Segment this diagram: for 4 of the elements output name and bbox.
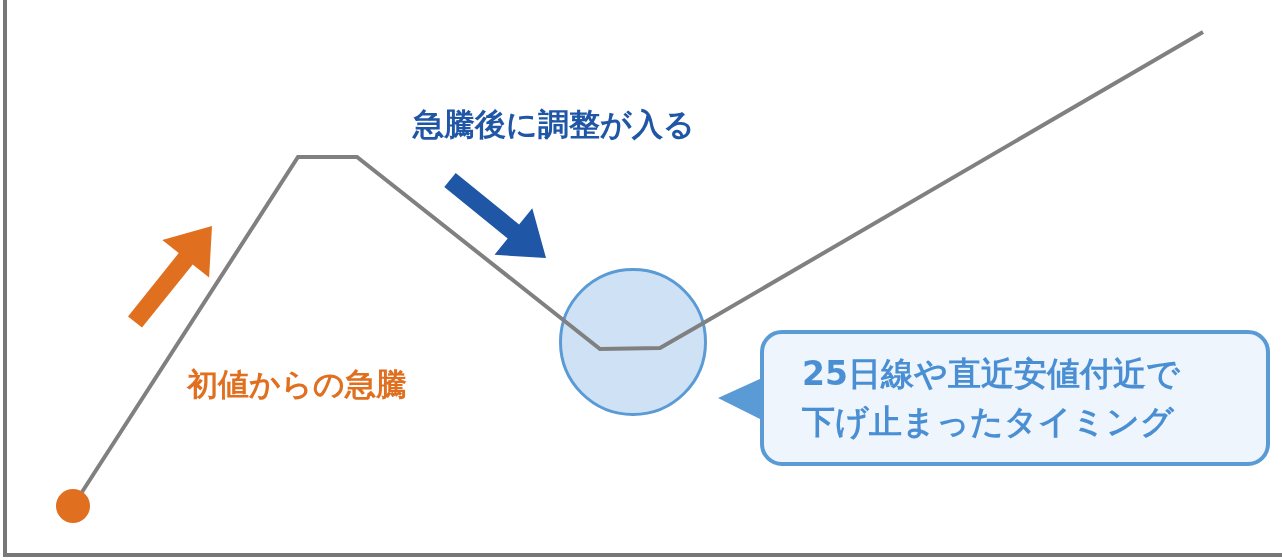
annotation-text: 急騰後に調整が入る xyxy=(413,105,695,144)
callout-bubble xyxy=(760,330,1270,466)
callout-text: 25日線や直近安値付近で下げ止まったタイミング xyxy=(802,353,1181,443)
annotation-text: 初値からの急騰 xyxy=(187,365,407,404)
